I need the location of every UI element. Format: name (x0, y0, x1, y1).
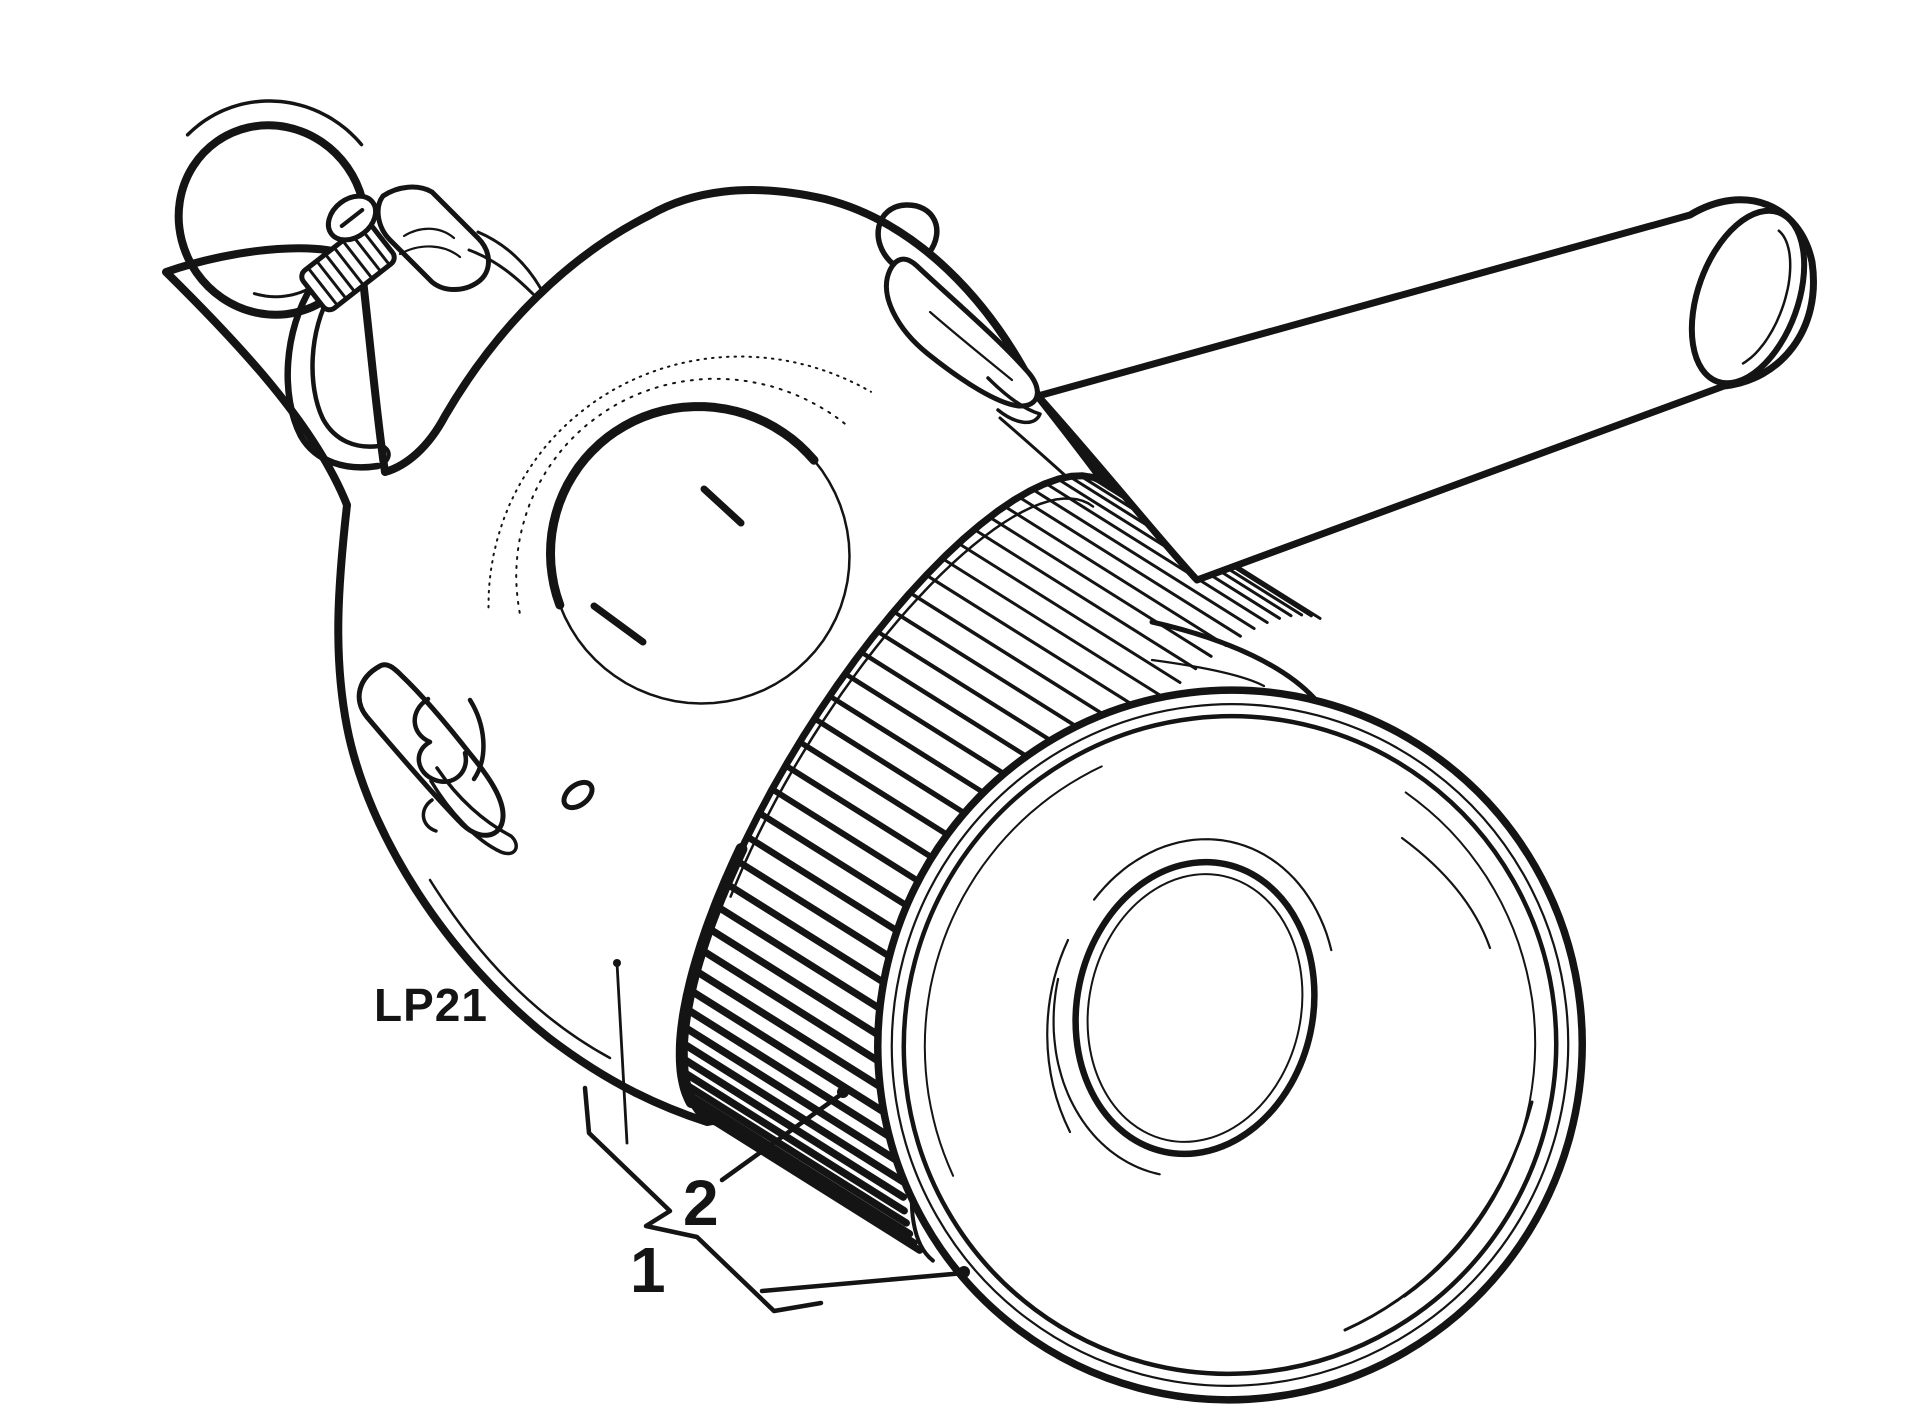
pleat-line (1031, 487, 1256, 630)
flange-hole (561, 779, 595, 811)
callouts (582, 959, 970, 1314)
pleat-line (924, 573, 1150, 716)
cover-wall-line (1150, 658, 1266, 688)
intake-tube (1034, 196, 1817, 584)
clamp-band-inner (310, 290, 382, 449)
callout-number-1: 1 (630, 1234, 666, 1306)
cage-hatch-line (334, 248, 364, 285)
cage-hatch-line (308, 268, 338, 305)
cage-hatch-line (360, 228, 390, 265)
screw-slot (339, 207, 365, 229)
cage-hatch-line (325, 255, 355, 292)
cover-inner-arc (923, 765, 1103, 1177)
pleat-line (1044, 481, 1269, 624)
pleat-line (682, 1005, 912, 1152)
cover-center-hole-inner-line (1086, 873, 1304, 1143)
cover-wall-top-edge (1149, 619, 1317, 701)
filter-rim-inner-line (729, 497, 1095, 898)
cage-hatch-line (317, 261, 346, 298)
tube-body (1034, 196, 1817, 584)
callout-2-leader (719, 1090, 846, 1183)
cover-rim-inner (901, 713, 1559, 1377)
cage-hatch-line (351, 234, 381, 271)
mouth-inner-rim-dark (546, 402, 819, 610)
clip-wire (412, 696, 469, 784)
mouth-inner-rim-thin (558, 458, 851, 705)
callout-bracket (582, 1085, 824, 1314)
callout-leader-thin (615, 961, 629, 1145)
cover-face-arcs (923, 765, 1537, 1332)
clamp-band-tail (476, 230, 543, 291)
strap-inner-line (402, 227, 456, 240)
pleat-line (1017, 495, 1242, 638)
hose-clamp (284, 184, 543, 471)
tube-bell-mouth (1688, 207, 1808, 387)
clamp-housing-strap (375, 184, 491, 292)
filter-rear-rim-shadow (675, 843, 748, 1109)
pleat-line (908, 591, 1134, 734)
bell-inner-line (1741, 229, 1792, 365)
hole-outer-arc (1052, 977, 1161, 1176)
bell-mouth-inner-arc (1741, 229, 1792, 365)
callout-number-2: 2 (683, 1167, 719, 1239)
pleat-line (679, 1022, 909, 1170)
cover-rim-line (890, 703, 1570, 1387)
cover-center-hole (1072, 858, 1318, 1158)
clip-tongue (986, 376, 1042, 425)
clamp-band-outer (284, 282, 382, 471)
cage-hatch-line (343, 241, 372, 278)
callout-1-leader (759, 1270, 967, 1294)
pleat-line (988, 515, 1213, 658)
mouth-tick (590, 602, 647, 646)
cover-inner-arc (1403, 791, 1537, 1298)
pleat-line (681, 1080, 910, 1227)
housing-bottom-inner-line (428, 878, 612, 1060)
cover-face-highlight (1400, 836, 1492, 950)
pleat-line (689, 1100, 918, 1247)
clip-wire-hook (875, 202, 940, 267)
clamp-screw-head (325, 193, 379, 243)
clip-strap-inner-line (928, 310, 1014, 382)
end-cover (874, 619, 1586, 1404)
pleat-line (941, 557, 1166, 700)
part-code-label: LP21 (374, 979, 488, 1031)
leader-dot (837, 1086, 849, 1098)
hole-outer-arc (1093, 838, 1333, 952)
mouth-tick (700, 485, 745, 527)
clip-wire-curl (421, 798, 438, 833)
strap-inner-line (398, 245, 462, 259)
clamp-band-tail (467, 248, 535, 296)
leader-dot (958, 1266, 970, 1278)
pleat-line (684, 1091, 914, 1238)
screw-cage-hatching (308, 228, 390, 305)
mouth-wall-arc (487, 355, 872, 609)
clip-wire (467, 697, 486, 782)
pleat-line (1003, 504, 1228, 647)
spring-clip-left (356, 662, 518, 856)
pleat-line (679, 1067, 908, 1215)
pleat-line (686, 986, 916, 1134)
cover-face-highlight (1046, 938, 1072, 1134)
clip-tongue (429, 766, 518, 856)
clamp-screw-cage (299, 221, 397, 313)
housing-mouth-interior (487, 355, 872, 705)
hose-ring-outer-arc (185, 99, 364, 147)
pleat-line (957, 541, 1182, 684)
mouth-wall-arc (515, 377, 851, 614)
clamp-band-tip (376, 443, 391, 468)
leader-dot (613, 959, 621, 967)
clip-strap (356, 662, 506, 838)
pleat-line (972, 528, 1198, 671)
pleat-line (678, 1039, 908, 1186)
